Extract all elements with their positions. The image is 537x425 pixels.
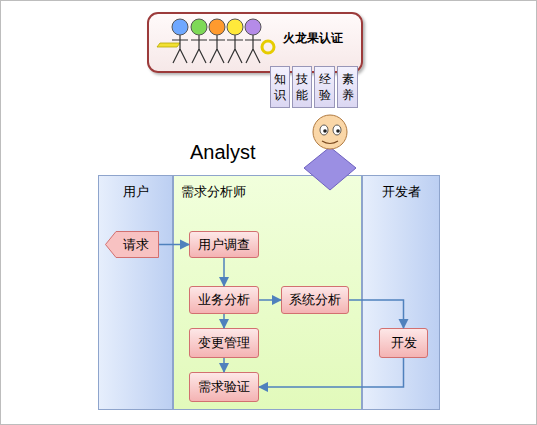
- competency-text: 经 验: [318, 71, 332, 103]
- figure-body: [227, 35, 243, 63]
- stick-figure: [209, 19, 225, 63]
- analyst-body: [304, 147, 356, 190]
- certification-bubble: 火龙果认证: [147, 12, 363, 73]
- process-box: 业务分析: [189, 286, 259, 314]
- competency-box: 知 识: [270, 66, 290, 108]
- process-box: 开发: [379, 328, 428, 358]
- competency-box: 经 验: [314, 66, 335, 108]
- process-box: 需求验证: [189, 372, 259, 402]
- process-box: 系统分析: [281, 286, 349, 314]
- bubble-title: 火龙果认证: [283, 30, 343, 47]
- node-label: 请求: [123, 236, 149, 254]
- swimlane-lane: 开发开发者: [362, 175, 440, 410]
- figure-body: [172, 35, 188, 63]
- figure-body: [191, 35, 207, 63]
- figure-body: [245, 35, 261, 63]
- lane-header: 用户: [99, 183, 172, 201]
- competency-box: 技 能: [292, 66, 312, 108]
- flow-arrow: [259, 299, 281, 301]
- stick-figure: [227, 19, 243, 63]
- analyst-pupil: [323, 129, 327, 133]
- analyst-eye: [333, 125, 341, 135]
- figure-head: [172, 19, 188, 35]
- competency-text: 技 能: [295, 71, 309, 103]
- flow-arrow: [159, 244, 189, 246]
- lane-header: 需求分析师: [181, 183, 246, 201]
- figure-head: [245, 19, 261, 35]
- competency-text: 素 养: [341, 71, 355, 103]
- analyst-pupil: [336, 129, 340, 133]
- pool-title: Analyst: [190, 141, 256, 164]
- node-label: 开发: [391, 334, 417, 352]
- analyst-eye: [320, 125, 328, 135]
- competency-box: 素 养: [337, 66, 358, 108]
- swimlane-pool: 请求用户用户调查业务分析系统分析变更管理需求验证需求分析师开发开发者Analys…: [98, 175, 440, 410]
- swimlane-lane: 用户调查业务分析 系统分析变更管理需求验证 需求分析师: [173, 175, 362, 410]
- analyst-mouth: [322, 141, 338, 144]
- flow-arrow: [223, 314, 225, 328]
- flow-arrow: [349, 300, 404, 328]
- process-box: 变更管理: [189, 328, 259, 358]
- flow-arrow: [223, 258, 225, 286]
- lane-header: 开发者: [363, 183, 439, 201]
- competency-text: 知 识: [273, 71, 287, 103]
- ring-symbol: [262, 41, 274, 53]
- request-outline-shape: [106, 232, 159, 258]
- figure-head: [227, 19, 243, 35]
- flow-arrow: [259, 358, 404, 387]
- flow-arrow: [223, 358, 225, 372]
- request-shape: 请求: [105, 231, 159, 258]
- figure-body: [209, 35, 225, 63]
- node-label: 变更管理: [198, 334, 250, 352]
- stick-figure: [245, 19, 261, 63]
- flag-mark: [157, 43, 180, 47]
- process-box: 用户调查: [189, 231, 259, 258]
- stick-figure: [172, 19, 188, 63]
- swimlane-lane: 请求用户: [98, 175, 173, 410]
- analyst-head: [313, 115, 347, 149]
- figure-head: [191, 19, 207, 35]
- node-label: 用户调查: [198, 236, 250, 254]
- figure-head: [209, 19, 225, 35]
- node-label: 系统分析: [289, 291, 341, 309]
- node-label: 业务分析: [198, 291, 250, 309]
- node-label: 需求验证: [198, 378, 250, 396]
- stick-figure: [191, 19, 207, 63]
